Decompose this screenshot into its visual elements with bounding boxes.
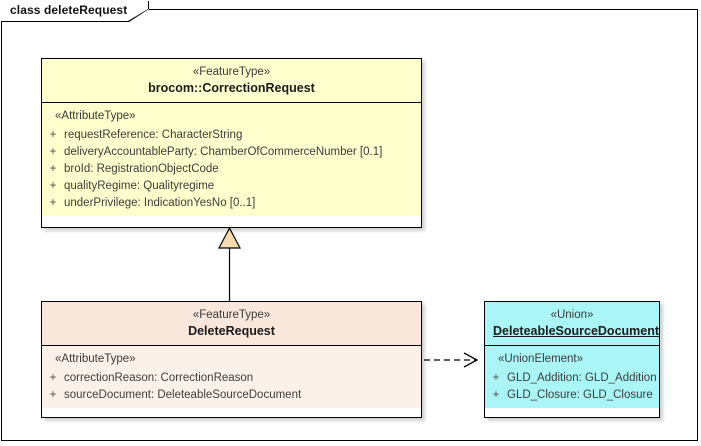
class-stereotype: «FeatureType»: [192, 66, 271, 78]
class-name: DeleteableSourceDocument: [493, 324, 660, 338]
attribute-visibility: +: [49, 146, 57, 158]
attribute-row[interactable]: + correctionReason: CorrectionReason: [42, 370, 421, 387]
class-box-delete-request[interactable]: «FeatureType» DeleteRequest «AttributeTy…: [41, 301, 422, 418]
class-stereotype: «Union»: [550, 309, 594, 321]
attribute-row[interactable]: + underPrivilege: IndicationYesNo [0..1]: [42, 195, 421, 212]
class-header-deleteable-source-document: «Union» DeleteableSourceDocument: [485, 302, 659, 346]
attribute-text: requestReference: CharacterString: [64, 129, 243, 141]
frame-tab-fill: [1, 1, 148, 21]
attribute-text: GLD_Closure: GLD_Closure: [507, 389, 653, 401]
attribute-visibility: +: [492, 372, 500, 384]
attribute-row[interactable]: + sourceDocument: DeleteableSourceDocume…: [42, 387, 421, 404]
class-name: brocom::CorrectionRequest: [148, 81, 315, 95]
class-stereotype: «FeatureType»: [192, 309, 271, 321]
class-header-delete-request: «FeatureType» DeleteRequest: [42, 302, 421, 346]
class-name: DeleteRequest: [188, 324, 275, 338]
generalization-hollow-triangle-arrowhead: [218, 226, 241, 249]
class-attributes-delete-request: «AttributeType» + correctionReason: Corr…: [42, 346, 421, 408]
attribute-text: correctionReason: CorrectionReason: [64, 372, 254, 384]
attribute-row[interactable]: + broId: RegistrationObjectCode: [42, 161, 421, 178]
frame-name-tab: class deleteRequest: [1, 1, 149, 22]
attribute-visibility: +: [49, 163, 57, 175]
compartment-stereotype: «UnionElement»: [498, 353, 584, 365]
attribute-text: qualityRegime: Qualityregime: [64, 180, 215, 192]
attribute-visibility: +: [49, 129, 57, 141]
compartment-stereotype: «AttributeType»: [55, 110, 136, 122]
attribute-text: underPrivilege: IndicationYesNo [0..1]: [64, 197, 256, 209]
attribute-row[interactable]: + deliveryAccountableParty: ChamberOfCom…: [42, 144, 421, 161]
attribute-visibility: +: [49, 389, 57, 401]
connector-generalization[interactable]: [210, 226, 250, 304]
attribute-row[interactable]: + qualityRegime: Qualityregime: [42, 178, 421, 195]
class-attributes-correction-request: «AttributeType» + requestReference: Char…: [42, 103, 421, 216]
frame-tab-label: class deleteRequest: [10, 3, 128, 17]
dependency-open-arrowhead: [463, 352, 479, 368]
class-attributes-deleteable-source-document: «UnionElement» + GLD_Addition: GLD_Addit…: [485, 346, 659, 408]
attribute-visibility: +: [49, 197, 57, 209]
attribute-visibility: +: [49, 180, 57, 192]
class-header-correction-request: «FeatureType» brocom::CorrectionRequest: [42, 59, 421, 103]
attribute-text: broId: RegistrationObjectCode: [64, 163, 219, 175]
attribute-visibility: +: [49, 372, 57, 384]
class-box-correction-request[interactable]: «FeatureType» brocom::CorrectionRequest …: [41, 58, 422, 228]
attribute-row[interactable]: + GLD_Addition: GLD_Addition: [485, 370, 659, 387]
attribute-text: GLD_Addition: GLD_Addition: [507, 372, 657, 384]
class-box-deleteable-source-document[interactable]: «Union» DeleteableSourceDocument «UnionE…: [484, 301, 660, 418]
compartment-stereotype: «AttributeType»: [55, 353, 136, 365]
attribute-text: deliveryAccountableParty: ChamberOfComme…: [64, 146, 383, 158]
attribute-visibility: +: [492, 389, 500, 401]
attribute-row[interactable]: + requestReference: CharacterString: [42, 127, 421, 144]
attribute-text: sourceDocument: DeleteableSourceDocument: [64, 389, 302, 401]
connector-dependency[interactable]: [414, 350, 486, 370]
attribute-row[interactable]: + GLD_Closure: GLD_Closure: [485, 387, 659, 404]
